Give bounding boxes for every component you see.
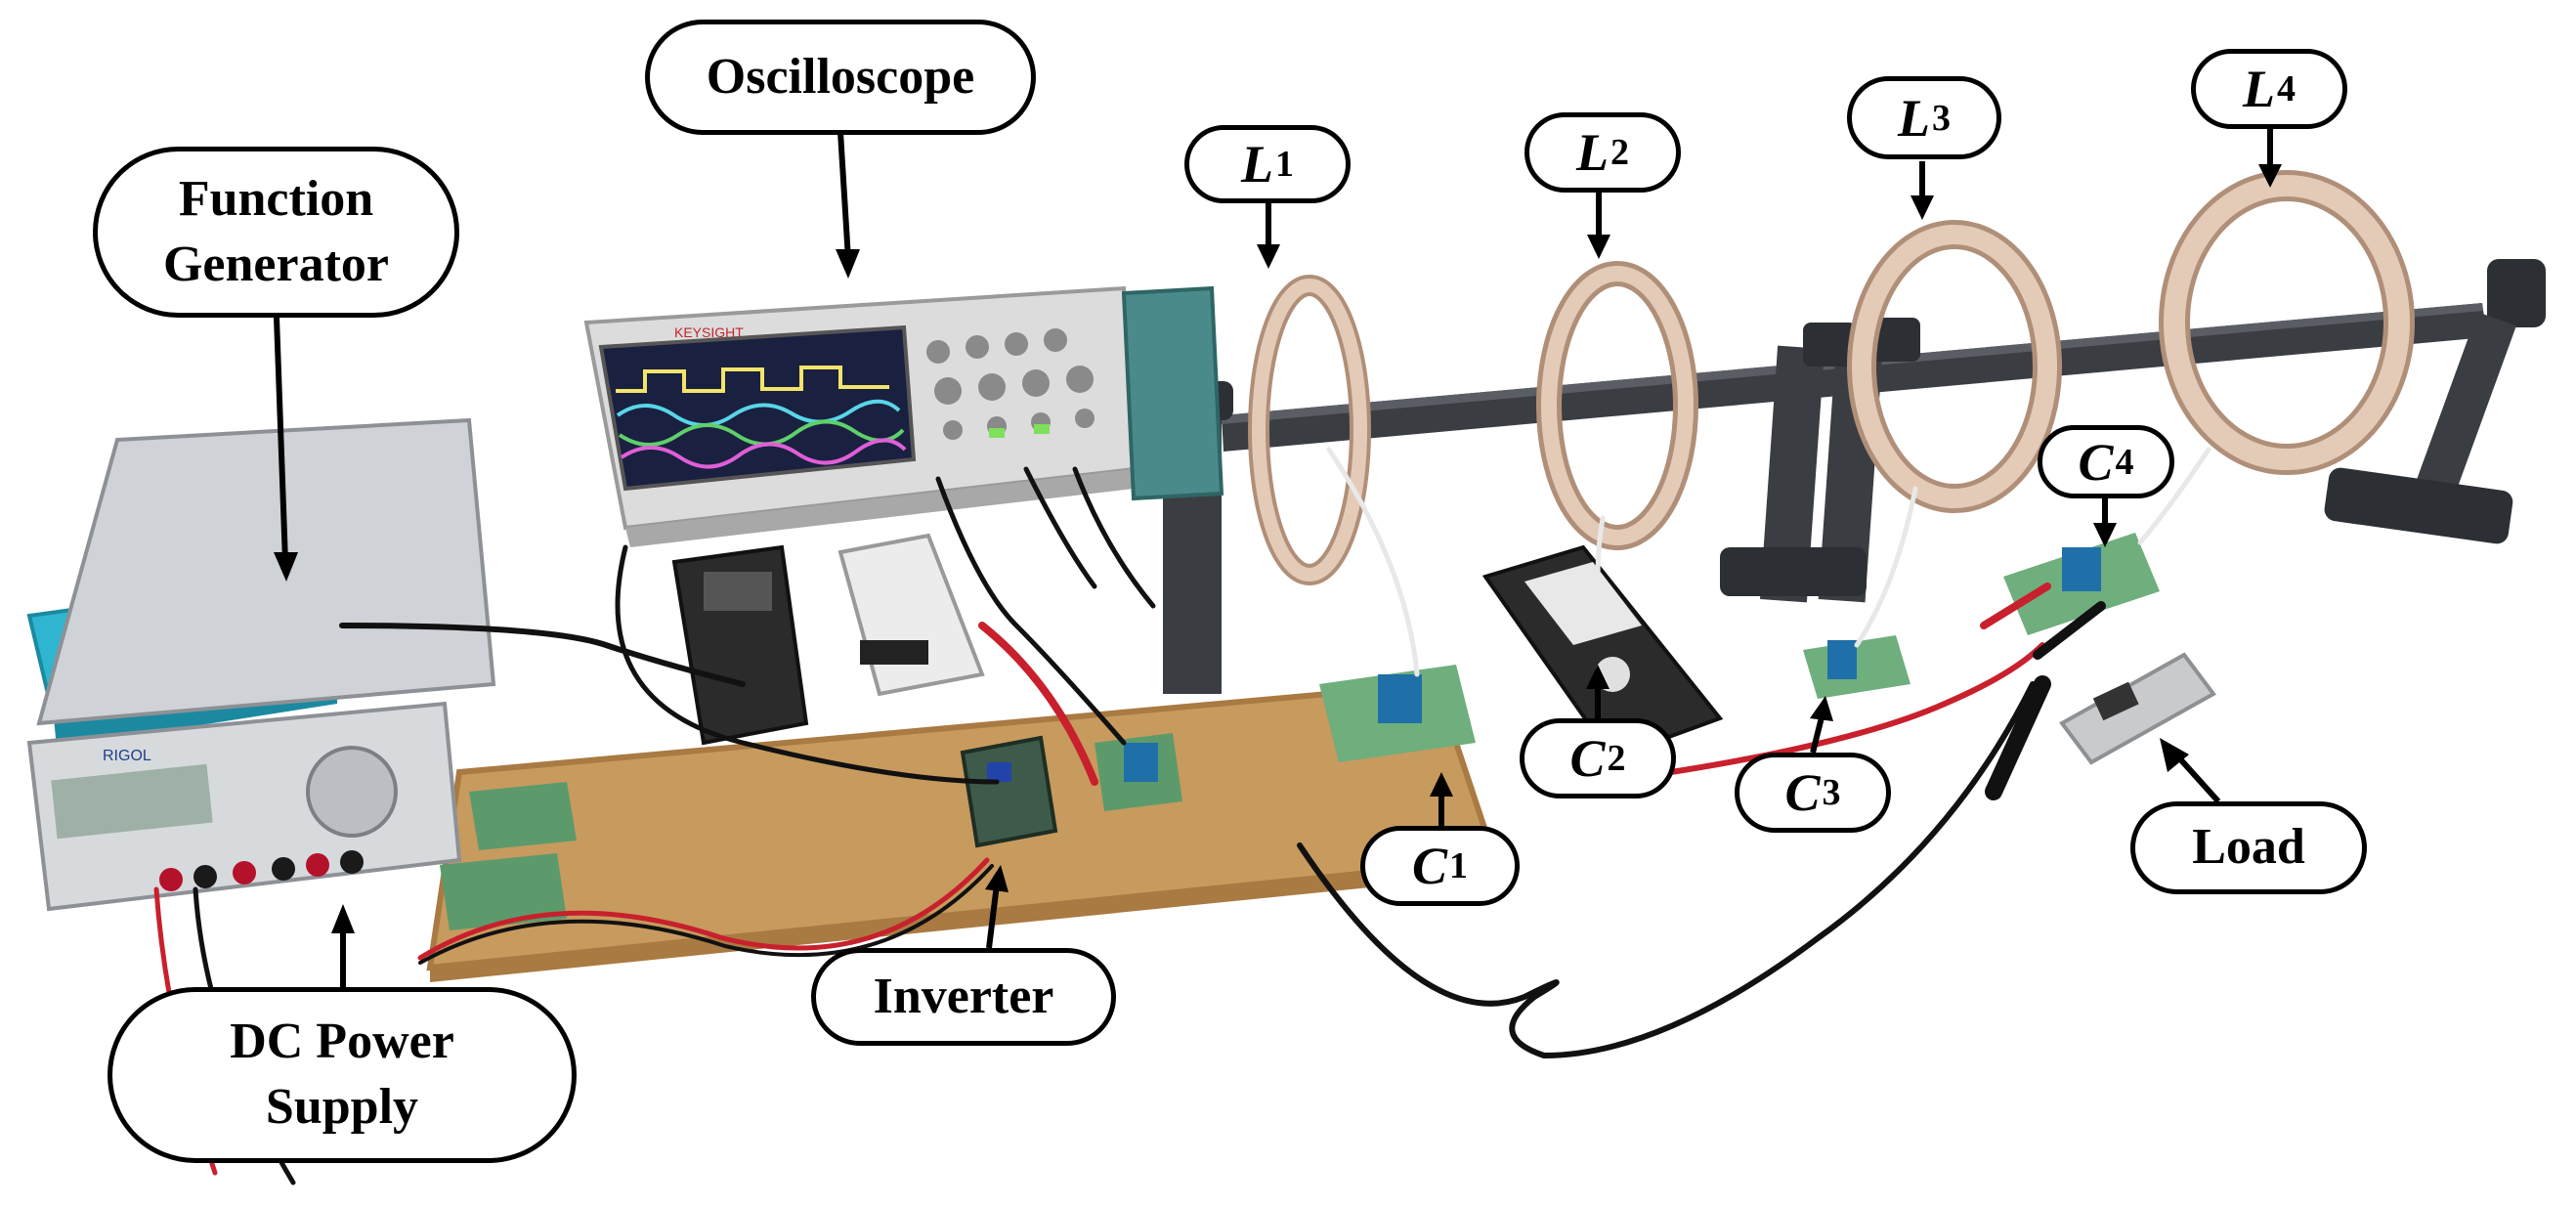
coil-label-l4-letter: L	[2243, 60, 2275, 118]
differential-probe	[837, 533, 985, 697]
pcb-c1	[1319, 665, 1476, 762]
label-arrows	[274, 127, 2282, 987]
coil-label-l2-letter: L	[1576, 123, 1609, 182]
supply-brand: RIGOL	[103, 748, 151, 764]
cap-label-c2-letter: C	[1569, 729, 1606, 788]
meter-device-c2	[1481, 544, 1724, 760]
load-resistor	[2059, 652, 2216, 765]
function-generator-label-line1: Function	[178, 170, 374, 227]
oscilloscope-label: Oscilloscope	[645, 20, 1036, 135]
cap-label-c2-sub: 2	[1607, 738, 1626, 779]
cap-label-c4-sub: 4	[2115, 441, 2134, 483]
coil-l3	[1847, 220, 2062, 513]
coil-label-l1-sub: 1	[1275, 144, 1294, 185]
load-label-text: Load	[2192, 819, 2305, 876]
inverter-label-text: Inverter	[873, 968, 1054, 1024]
pcb-c4	[2003, 533, 2160, 635]
coil-l1	[1248, 275, 1371, 585]
cables	[153, 447, 2211, 1186]
dc-power-supply-device: RIGOL	[26, 417, 496, 912]
inverter-board	[960, 735, 1058, 848]
oscilloscope-screen	[598, 324, 917, 492]
cap-label-c3-sub: 3	[1822, 772, 1841, 813]
coil-label-l4-sub: 4	[2277, 68, 2296, 109]
pcb-left-1	[469, 782, 577, 850]
cap-label-c1-letter: C	[1411, 837, 1448, 895]
coil-label-l1-letter: L	[1241, 135, 1273, 194]
coil-label-l3-sub: 3	[1932, 97, 1951, 139]
dc-power-supply-label-line2: Supply	[265, 1079, 419, 1135]
coil-label-l2-sub: 2	[1610, 132, 1629, 173]
cap-label-c3-letter: C	[1784, 763, 1821, 822]
coil-l2	[1536, 261, 1698, 550]
function-generator-label-line2: Generator	[162, 236, 389, 292]
pcb-left-2	[440, 853, 567, 930]
cap-label-c4-letter: C	[2078, 432, 2114, 492]
coil-label-l3-letter: L	[1898, 88, 1930, 148]
inverter-label: Inverter	[811, 948, 1116, 1046]
oscilloscope-label-text: Oscilloscope	[706, 48, 975, 105]
dc-power-supply-label-line1: DC Power	[230, 1014, 454, 1070]
oscilloscope-device: KEYSIGHT	[583, 285, 1137, 547]
function-generator-label: Function Generator	[93, 147, 459, 318]
pcb-c3	[1803, 635, 1911, 699]
probe-power-box	[1121, 285, 1224, 501]
cap-label-c1-sub: 1	[1449, 845, 1469, 886]
current-probe-amplifier	[671, 544, 809, 746]
load-label: Load	[2130, 801, 2367, 894]
coil-l4	[2159, 170, 2415, 475]
pcb-near-inverter	[1095, 733, 1182, 811]
scope-brand: KEYSIGHT	[674, 324, 744, 340]
dc-power-supply-label: DC Power Supply	[107, 987, 577, 1163]
